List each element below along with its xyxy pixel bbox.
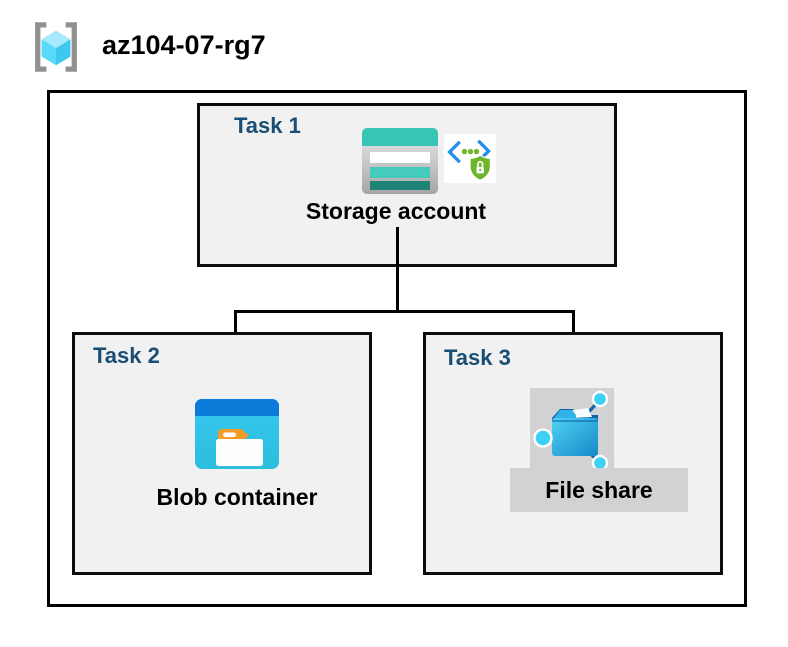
secure-access-icon — [444, 134, 496, 183]
task-2-label: Task 2 — [93, 343, 160, 368]
connector-horizontal — [234, 310, 575, 313]
blob-container-icon — [195, 399, 279, 469]
task-3-label: Task 3 — [444, 345, 511, 370]
storage-account-icon — [362, 128, 438, 194]
storage-account-label: Storage account — [305, 198, 487, 224]
task-1-label: Task 1 — [234, 113, 301, 138]
file-share-label: File share — [510, 468, 688, 512]
resource-group-icon — [31, 21, 81, 73]
resource-group-name: az104-07-rg7 — [102, 30, 266, 60]
file-share-icon — [530, 388, 614, 468]
blob-container-label: Blob container — [156, 484, 318, 510]
connector-storage-stem — [396, 227, 399, 313]
